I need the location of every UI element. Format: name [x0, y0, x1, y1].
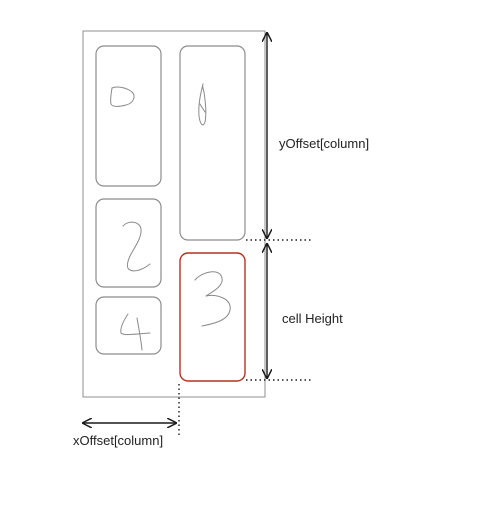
x-offset-label: xOffset[column] — [73, 433, 164, 448]
cell-3-highlighted — [179, 252, 246, 382]
collection-frame — [82, 30, 266, 398]
y-offset-label: yOffset[column] — [279, 136, 370, 151]
cell-0 — [95, 45, 162, 187]
handwritten-digit-1 — [198, 83, 207, 126]
cell-2 — [95, 198, 162, 288]
handwritten-digit-2 — [122, 221, 151, 272]
handwritten-digit-3 — [194, 271, 231, 327]
cell-4 — [95, 296, 162, 355]
cell-1 — [179, 45, 246, 241]
handwritten-digit-4 — [120, 313, 151, 351]
handwritten-digit-0 — [110, 86, 135, 107]
cell-height-label: cell Height — [282, 311, 343, 326]
